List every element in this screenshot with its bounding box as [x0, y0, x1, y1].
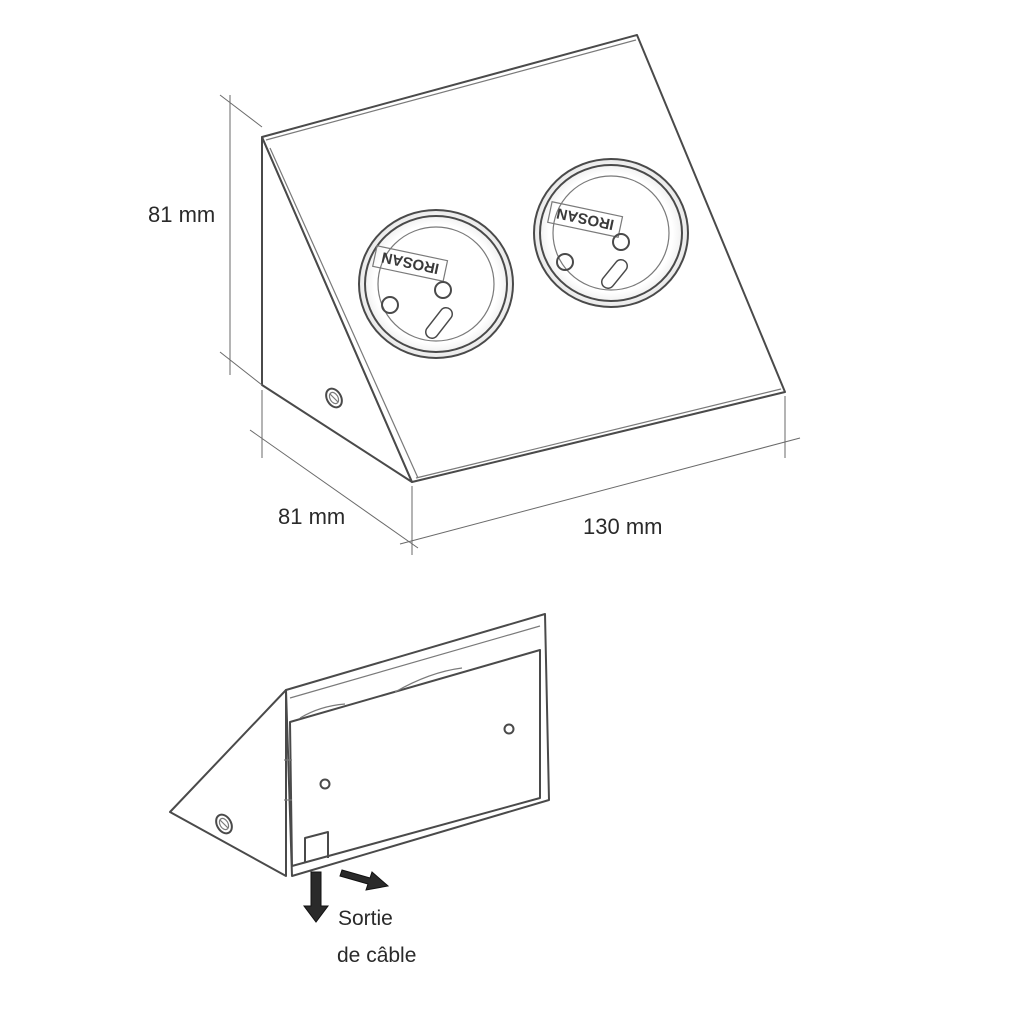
bottom-edge-line: [415, 388, 782, 479]
cable-exit-label-line2: de câble: [337, 944, 416, 967]
socket-pin-hole: [434, 281, 452, 299]
mounting-hole: [319, 778, 331, 790]
depth-dimension: 81 mm: [249, 390, 419, 555]
socket-1: IROSAN: [358, 209, 514, 359]
brand-plate: [546, 201, 624, 238]
product-rear-view: Sortie de câble: [169, 613, 550, 967]
product-3d-view: IROSAN IROSAN 81 mm: [148, 34, 801, 555]
width-label: 130 mm: [583, 514, 662, 539]
rear-side-screw-icon: [215, 813, 233, 835]
internal-part: [394, 667, 463, 693]
socket-pin-hole: [381, 296, 399, 314]
socket-pin-hole: [612, 233, 630, 251]
cable-notch: [304, 831, 329, 862]
down-arrow-icon: [303, 871, 329, 923]
top-edge-line: [265, 39, 637, 141]
side-screw-icon: [325, 387, 343, 409]
internal-part: [299, 703, 346, 719]
mounting-hole: [503, 723, 515, 735]
width-dimension: 130 mm: [399, 396, 801, 545]
socket-2: IROSAN: [533, 158, 689, 308]
side-edge-line: [269, 147, 419, 479]
height-label: 81 mm: [148, 202, 215, 227]
rear-side-panel: [169, 689, 287, 877]
back-plate: [289, 649, 541, 867]
height-dimension: 81 mm: [148, 94, 263, 386]
depth-label: 81 mm: [278, 504, 345, 529]
socket-pin-hole: [556, 253, 574, 271]
cable-exit-label-line1: Sortie: [338, 907, 393, 930]
brand-plate: [371, 245, 449, 282]
right-arrow-icon: [339, 869, 390, 891]
front-face: [261, 34, 786, 483]
